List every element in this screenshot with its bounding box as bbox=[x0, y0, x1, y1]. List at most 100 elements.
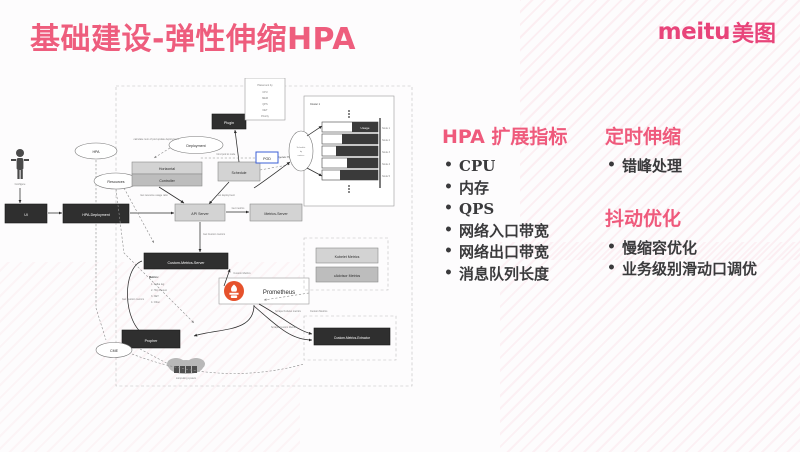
node-hpa-label: HPA bbox=[92, 150, 100, 154]
node-ui: UI bbox=[4, 203, 48, 224]
list-item: 业务级别滑动口调优 bbox=[605, 258, 795, 281]
svg-text:metrics: metrics bbox=[298, 154, 305, 157]
svg-text:by: by bbox=[300, 151, 303, 153]
node-hpa-ellipse: HPA bbox=[74, 142, 118, 160]
node-metrics-server: Metrics-Server bbox=[249, 203, 303, 222]
placement-item-4: Priority bbox=[261, 115, 270, 118]
list-item: 慢缩容优化 bbox=[605, 237, 795, 260]
node-custom-metrics-server-label: Custom-Metrics-Server bbox=[168, 261, 206, 265]
brand-logo: meitu 美图 bbox=[658, 16, 776, 48]
node-resources-ellipse: Resources bbox=[93, 172, 139, 190]
edge-label-calculate: calculate num of pod update deployment bbox=[133, 138, 178, 141]
edge-label-get-deployment: Get deployment bbox=[217, 194, 235, 197]
list-jitter-optimization: 慢缩容优化 业务级别滑动口调优 bbox=[605, 237, 795, 281]
node-deployment-ellipse: Deployment bbox=[168, 136, 224, 154]
column-scaling-optimization: 定时伸缩 错峰处理 抖动优化 慢缩容优化 业务级别滑动口调优 bbox=[605, 122, 795, 281]
kubelet-metrics-group: Kubelet Metrics cAdvisor Metrics bbox=[303, 237, 389, 291]
node-api-server-label: API Server bbox=[191, 212, 209, 216]
metrics-item-0: 1. Kafka lag bbox=[151, 283, 165, 286]
edge-label-get-resource: Get resource usage ratio bbox=[140, 194, 168, 197]
node-schedule-label: Schedule bbox=[232, 171, 247, 175]
node-plugin: Plugin bbox=[211, 113, 247, 130]
node-cme-ellipse: CME bbox=[95, 342, 133, 358]
node-custom-metrics-server: Custom-Metrics-Server bbox=[143, 252, 229, 270]
cluster-node-4: Node 5 bbox=[382, 175, 391, 178]
prometheus-icon bbox=[224, 281, 244, 301]
node-prometheus-label: Prometheus bbox=[263, 290, 295, 296]
actor-configure: Configure bbox=[11, 149, 29, 204]
page-title: 基础建设-弹性伸缩HPA bbox=[30, 22, 357, 57]
metrics-item-3: 4. Other bbox=[151, 301, 160, 304]
placement-item-3: NET bbox=[263, 109, 268, 112]
list-scheduled-scaling: 错峰处理 bbox=[605, 155, 795, 178]
list-item: 内存 bbox=[442, 177, 597, 200]
list-item: 网络出口带宽 bbox=[442, 241, 597, 264]
node-schedule: Schedule bbox=[217, 161, 261, 182]
column-hpa-metrics: HPA 扩展指标 CPU 内存 QPS 网络入口带宽 网络出口带宽 消息队列长度 bbox=[442, 122, 597, 285]
cluster-box: Cluster 1 Usage Node 1 Node 2 Node 3 bbox=[303, 95, 395, 207]
metrics-list-title: Metrics: bbox=[149, 276, 159, 279]
placement-by-title: Placement by bbox=[257, 84, 273, 87]
list-item: 消息队列长度 bbox=[442, 263, 597, 286]
cluster-node-bars: Usage Node 1 Node 2 Node 3 Node 4 Node 5 bbox=[321, 121, 391, 181]
node-controller-label: Controller bbox=[159, 179, 175, 183]
node-plugin-label: Plugin bbox=[224, 121, 234, 125]
node-api-server: API Server bbox=[174, 203, 226, 222]
custom-metrics-extractor-group: Custom-Metrics-Extractor Custom Metrics bbox=[303, 310, 397, 361]
cluster-scheduler-funnel: Schedule by metrics bbox=[288, 125, 323, 177]
node-resources-label: Resources bbox=[107, 180, 124, 184]
list-item: CPU bbox=[442, 155, 597, 178]
edge-label-custom-metrics-2: Custom Metrics bbox=[310, 310, 328, 313]
list-item: 错峰处理 bbox=[605, 155, 795, 178]
node-pod-label: POD bbox=[263, 157, 271, 161]
node-cadvisor-metrics-label: cAdvisor Metrics bbox=[334, 274, 361, 278]
cluster-node-3: Node 4 bbox=[382, 163, 391, 166]
cluster-node-2: Node 3 bbox=[382, 151, 391, 154]
node-propher-label: Propher bbox=[145, 339, 159, 343]
metrics-list-box: Metrics: 1. Kafka lag 2. Http Requst 3. … bbox=[149, 276, 167, 304]
metrics-item-1: 2. Http Requst bbox=[151, 289, 167, 292]
node-ui-label: UI bbox=[24, 213, 28, 217]
edge-label-get-metrics: Get metrics bbox=[232, 207, 246, 210]
computing-system-label-1: computing system bbox=[176, 377, 196, 380]
list-item: QPS bbox=[442, 198, 597, 221]
node-prometheus: Prometheus bbox=[218, 277, 310, 305]
node-propher: Propher bbox=[121, 329, 181, 349]
list-hpa-metrics: CPU 内存 QPS 网络入口带宽 网络出口带宽 消息队列长度 bbox=[442, 155, 597, 286]
node-horizontal-controller: Horizontal Controller bbox=[131, 161, 203, 187]
brand-logo-chinese: 美图 bbox=[731, 22, 776, 47]
node-hpa-deployment-label: HPA-Deployment bbox=[82, 213, 110, 217]
edge-label-scrape-kubelet: Scrape Kubelet metrics bbox=[275, 310, 302, 313]
list-item: 网络入口带宽 bbox=[442, 220, 597, 243]
cluster-node-0: Node 1 bbox=[382, 127, 391, 130]
placement-item-2: QPS bbox=[262, 103, 268, 106]
heading-scheduled-scaling: 定时伸缩 bbox=[605, 126, 682, 148]
node-custom-metrics-extractor-label: Custom-Metrics-Extractor bbox=[334, 336, 371, 340]
hpa-architecture-diagram: Configure UI HPA-Deploymen bbox=[4, 78, 428, 398]
node-pod: POD bbox=[255, 151, 279, 164]
cluster-usage-label: Usage bbox=[361, 126, 370, 130]
placement-by-box: Placement by CPU MEM QPS NET Priority bbox=[244, 78, 286, 121]
cluster-title: Cluster 1 bbox=[310, 103, 321, 106]
node-deployment-label: Deployment bbox=[186, 144, 205, 148]
edge-label-bind-pod: bind pod to node bbox=[217, 153, 236, 156]
node-kubelet-metrics-label: Kubelet Metrics bbox=[335, 255, 360, 259]
cluster-node-1: Node 2 bbox=[382, 139, 391, 142]
node-hpa-deployment: HPA-Deployment bbox=[62, 203, 130, 224]
node-metrics-server-label: Metrics-Server bbox=[264, 212, 288, 216]
node-cme-label: CME bbox=[110, 349, 119, 353]
metrics-item-2: 3. NET bbox=[151, 295, 159, 298]
edge-label-custom-metrics: Custom Metrics bbox=[233, 272, 251, 275]
edge-label-get-custom-metrics: Get Custom metrics bbox=[203, 233, 226, 236]
node-horizontal-label: Horizontal bbox=[159, 167, 175, 171]
edge-label-get-custom-metrics-2: Get Custom metrics bbox=[122, 298, 145, 301]
brand-logo-latin: meitu bbox=[657, 19, 731, 45]
heading-jitter-optimization: 抖动优化 bbox=[605, 207, 682, 230]
actor-label: Configure bbox=[15, 183, 26, 186]
heading-hpa-metrics: HPA 扩展指标 bbox=[442, 126, 568, 148]
computing-system-cloud: computing system bbox=[167, 358, 205, 380]
placement-item-1: MEM bbox=[262, 97, 268, 100]
edge-label-scrape-custom: Scrape Custom Metrics bbox=[271, 326, 298, 329]
svg-text:Schedule: Schedule bbox=[297, 147, 307, 149]
